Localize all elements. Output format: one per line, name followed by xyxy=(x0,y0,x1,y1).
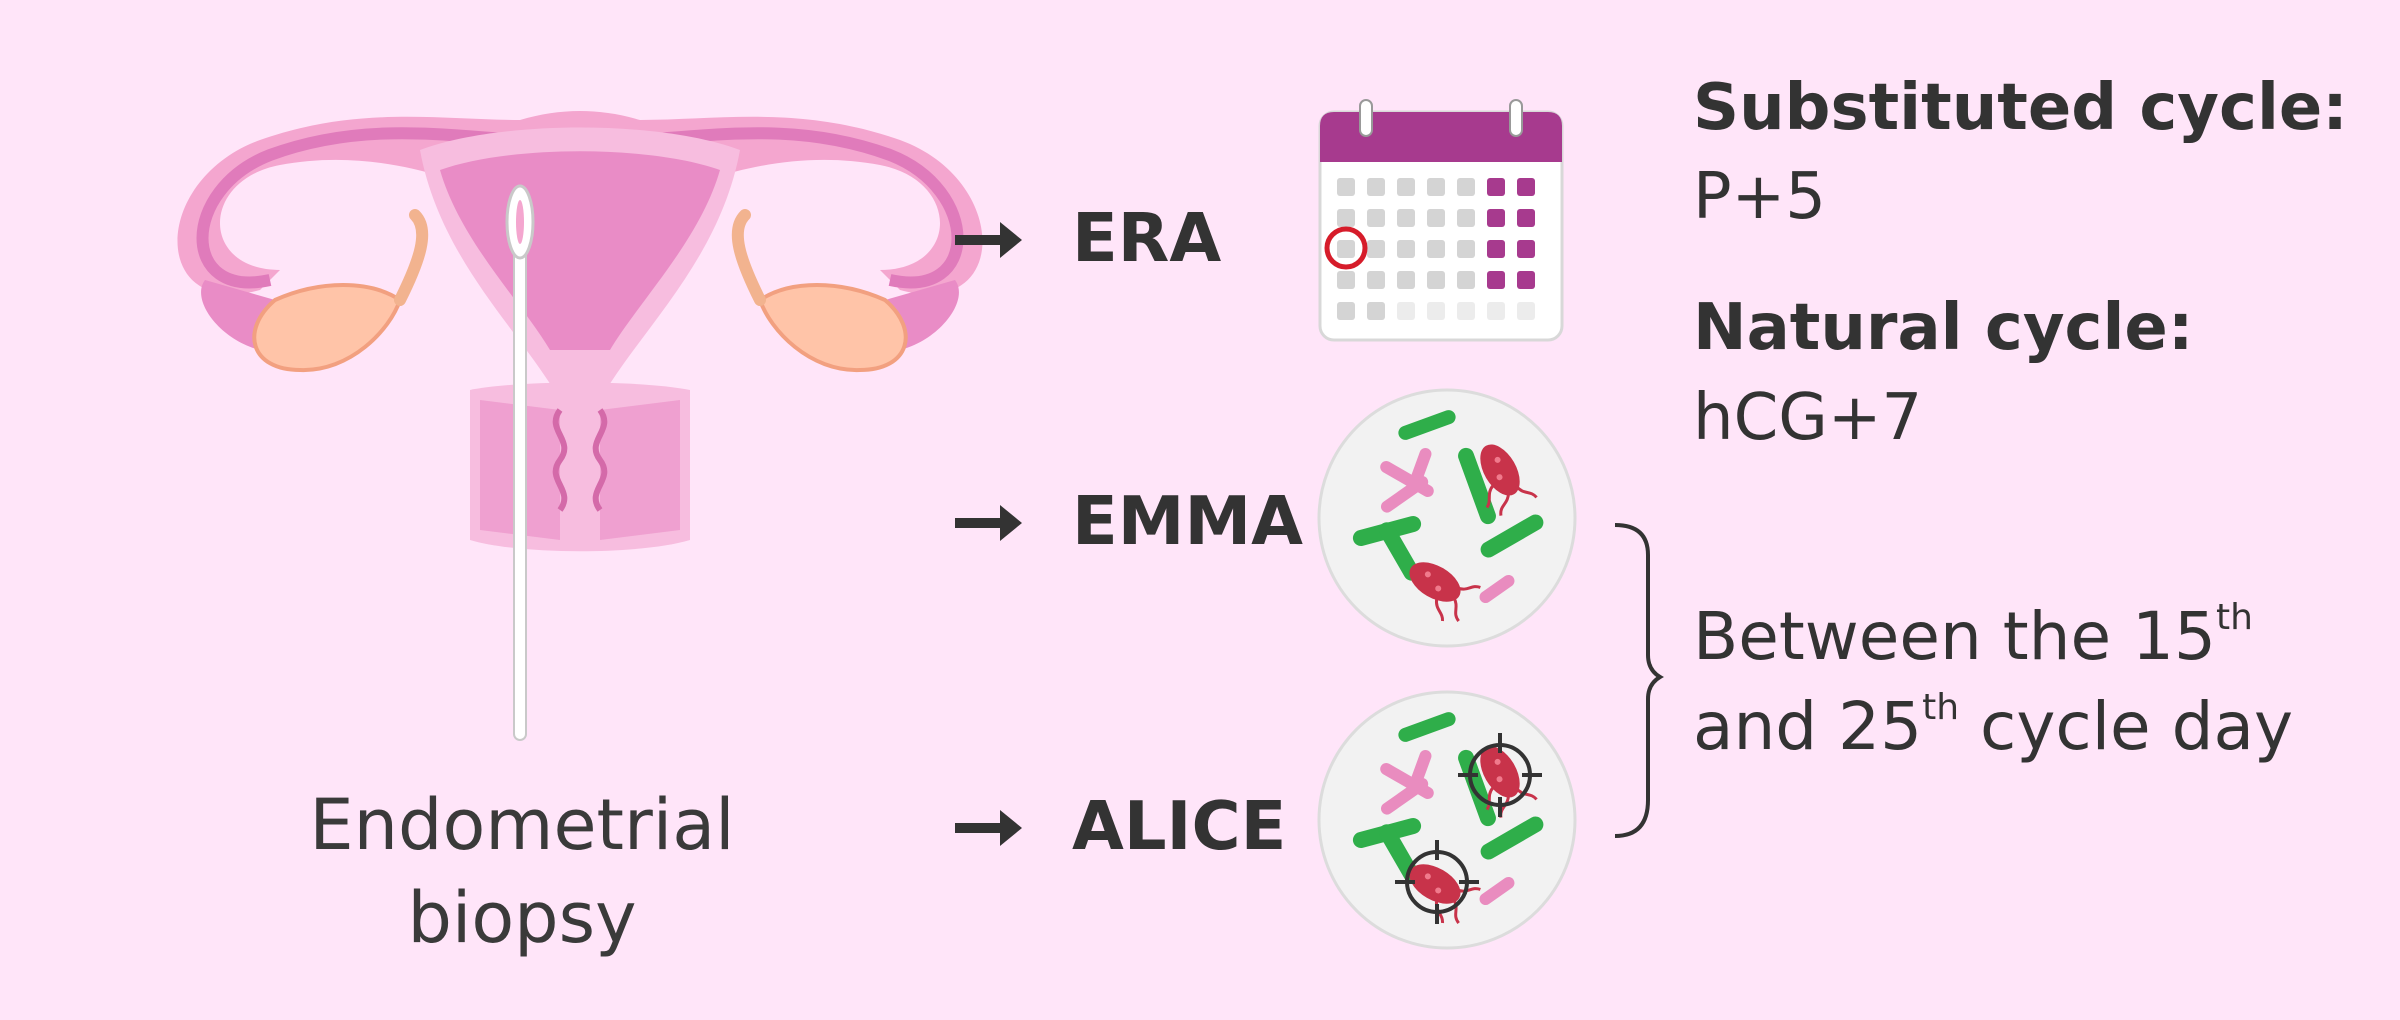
timing-line2: and 25th cycle day xyxy=(1693,690,2293,760)
test-label-era: ERA xyxy=(1072,199,1222,277)
calendar-day-cell xyxy=(1427,209,1445,227)
calendar-day-cell xyxy=(1457,302,1475,320)
bacteria-microbiome-icon xyxy=(1317,388,1577,648)
calendar-day-cell xyxy=(1367,302,1385,320)
calendar-day-cell xyxy=(1517,240,1535,258)
calendar-day-cell xyxy=(1487,271,1505,289)
calendar-day-cell xyxy=(1487,209,1505,227)
calendar-day-cell xyxy=(1457,240,1475,258)
calendar-day-cell xyxy=(1397,178,1415,196)
calendar-day-cell xyxy=(1367,209,1385,227)
arrow-icon-alice xyxy=(955,810,1022,846)
calendar-day-cell xyxy=(1427,240,1445,258)
calendar-day-cell xyxy=(1337,271,1355,289)
substituted-cycle-title: Substituted cycle: xyxy=(1693,71,2348,145)
bracket-brace xyxy=(1614,523,1664,838)
test-label-alice: ALICE xyxy=(1072,787,1287,865)
substituted-cycle-value: P+5 xyxy=(1693,160,1826,234)
marked-day-circle xyxy=(1324,226,1368,270)
calendar-day-cell xyxy=(1397,271,1415,289)
uterus-icon xyxy=(177,111,983,741)
calendar-day-cell xyxy=(1397,302,1415,320)
targeted-bacteria-icon xyxy=(1317,690,1577,950)
calendar-day-cell xyxy=(1427,271,1445,289)
biopsy-label-line1: Endometrial xyxy=(309,784,735,866)
calendar-day-cell xyxy=(1337,209,1355,227)
calendar-day-cell xyxy=(1397,240,1415,258)
calendar-day-cell xyxy=(1457,178,1475,196)
timing-line2-sup: th xyxy=(1922,687,1960,728)
timing-line1-text: Between the 15 xyxy=(1693,598,2217,675)
calendar-day-cell xyxy=(1487,302,1505,320)
timing-line2-suffix: cycle day xyxy=(1959,688,2294,765)
timing-line1-sup: th xyxy=(2216,597,2253,638)
calendar-day-cell xyxy=(1397,209,1415,227)
calendar-day-cell xyxy=(1517,271,1535,289)
timing-line2-text: and 25 xyxy=(1693,688,1923,765)
arrow-icon-era xyxy=(955,222,1022,258)
calendar-day-cell xyxy=(1337,178,1355,196)
timing-line1: Between the 15th xyxy=(1693,600,2253,670)
calendar-day-cell xyxy=(1367,240,1385,258)
calendar-day-cell xyxy=(1427,302,1445,320)
natural-cycle-title: Natural cycle: xyxy=(1693,291,2194,365)
calendar-day-cell xyxy=(1457,209,1475,227)
arrow-icon-emma xyxy=(955,505,1022,541)
calendar-icon xyxy=(1318,99,1564,342)
biopsy-label-line2: biopsy xyxy=(407,877,637,959)
calendar-day-cell xyxy=(1367,271,1385,289)
calendar-day-cell xyxy=(1517,178,1535,196)
test-label-emma: EMMA xyxy=(1072,482,1303,560)
calendar-day-cell xyxy=(1517,302,1535,320)
calendar-day-cell xyxy=(1367,178,1385,196)
calendar-day-cell xyxy=(1337,302,1355,320)
calendar-day-cell xyxy=(1337,240,1355,258)
calendar-day-cell xyxy=(1427,178,1445,196)
calendar-day-cell xyxy=(1487,178,1505,196)
natural-cycle-value: hCG+7 xyxy=(1693,381,1923,455)
calendar-day-cell xyxy=(1487,240,1505,258)
calendar-day-cell xyxy=(1457,271,1475,289)
calendar-day-cell xyxy=(1517,209,1535,227)
